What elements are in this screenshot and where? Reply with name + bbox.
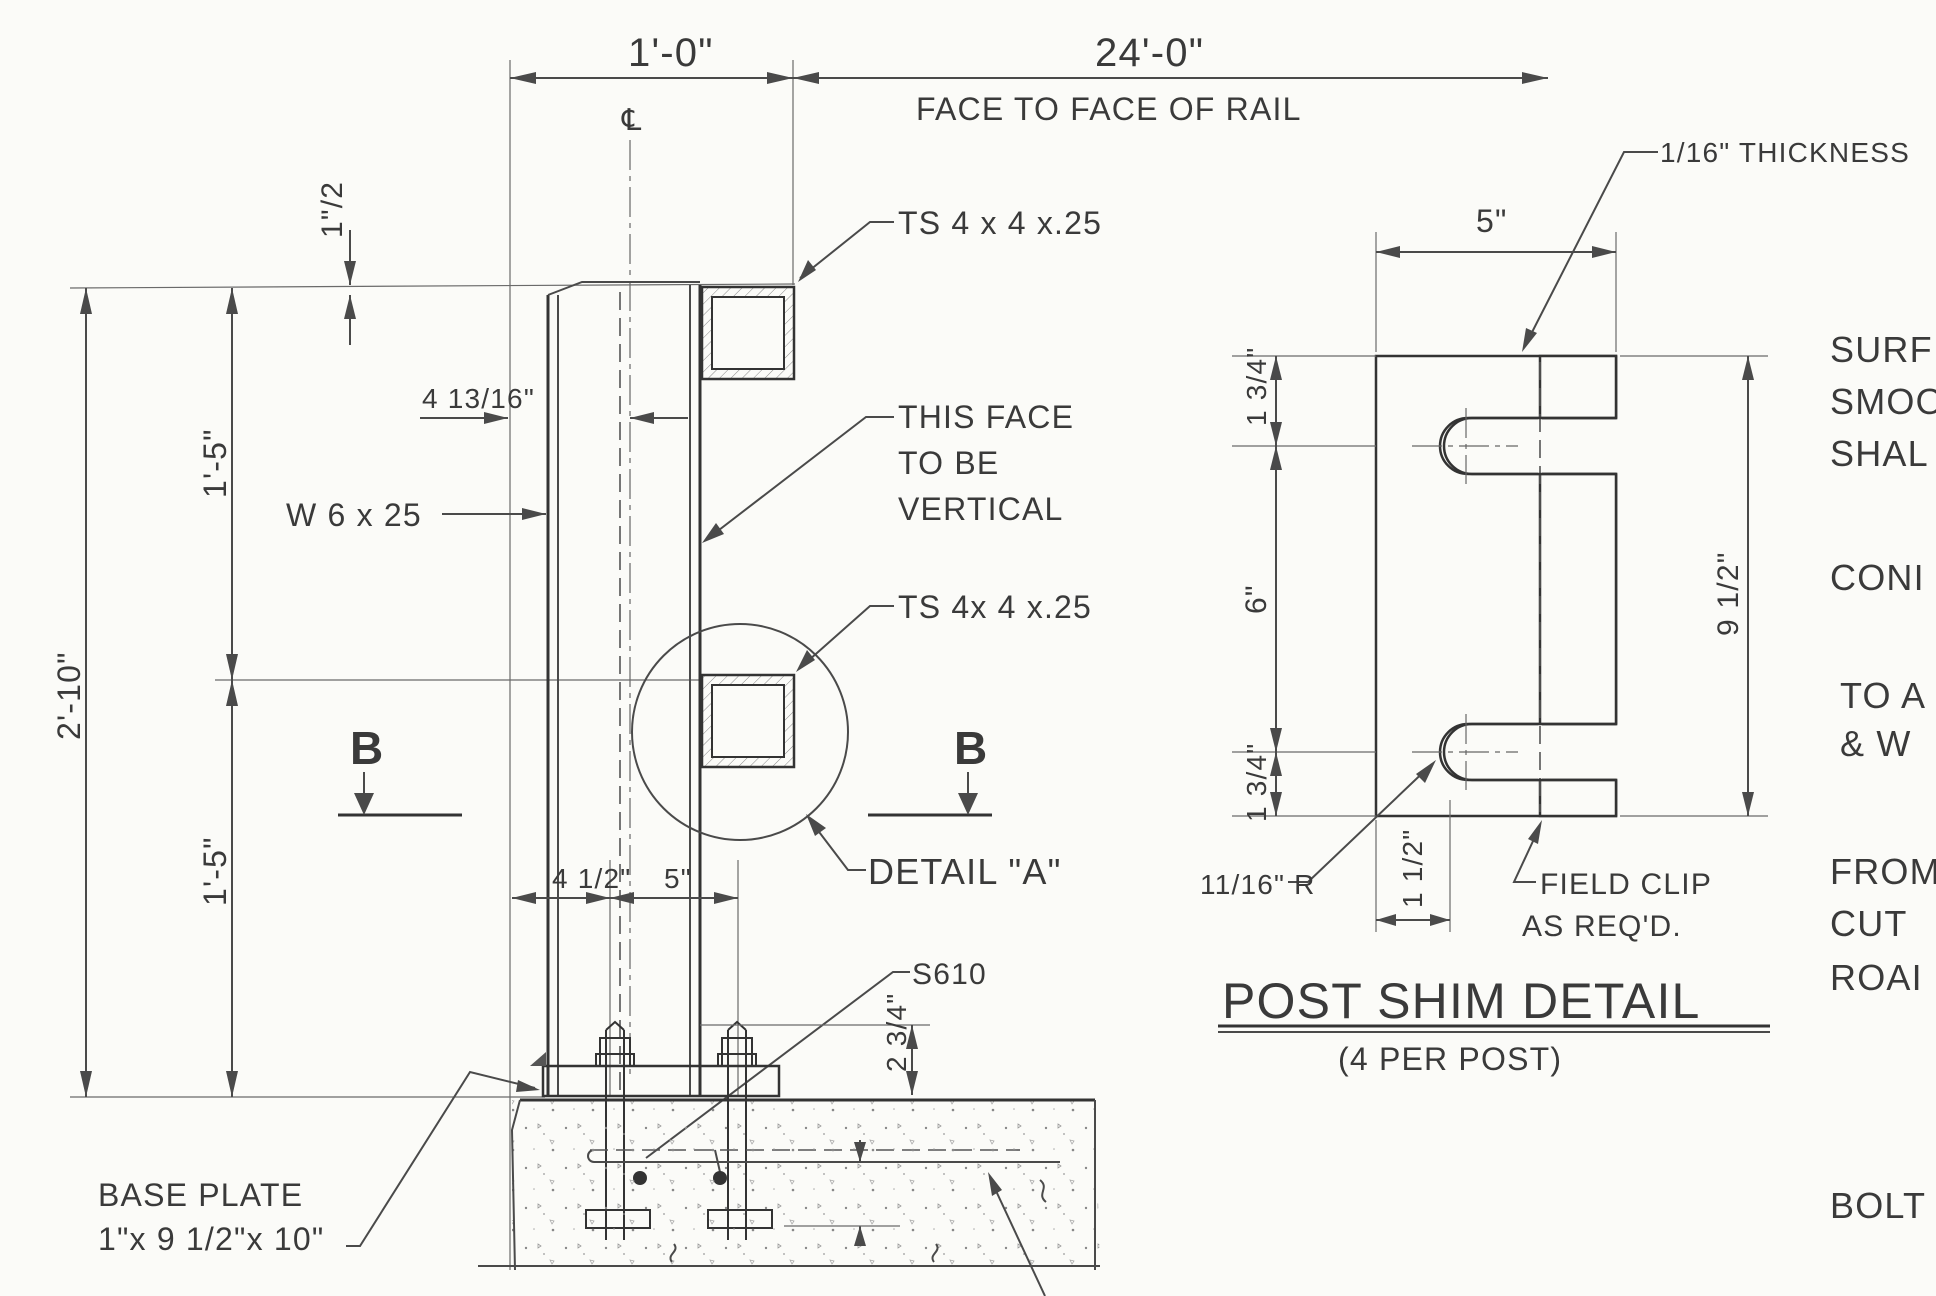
note-line-1: SURF <box>1830 329 1933 370</box>
dim-5in: 5" <box>664 863 692 894</box>
shim-as-reqd: AS REQ'D. <box>1522 910 1682 943</box>
dim-lower-height: 1'-5" <box>197 836 233 906</box>
note-line-3: SHAL <box>1830 433 1929 474</box>
note-line-10: BOLT <box>1830 1185 1926 1226</box>
dim-4-half: 4 1/2" <box>552 863 631 894</box>
post-shim-detail <box>1218 151 1770 1033</box>
shim-bot-dim: 1 3/4" <box>1241 743 1272 822</box>
dim-upper-height: 1'-5" <box>197 428 233 498</box>
note-line-9: ROAI <box>1830 957 1923 998</box>
dim-1ft: 1'-0" <box>628 31 714 75</box>
dim-4-13-16: 4 13/16" <box>422 383 535 414</box>
centerline-mark: ℄ <box>621 104 642 137</box>
shim-edge-dim: 1 1/2" <box>1397 829 1428 908</box>
label-w6x25: W 6 x 25 <box>286 497 422 533</box>
shim-subtitle: (4 PER POST) <box>1338 1041 1562 1077</box>
note-line-2: SMOO <box>1830 381 1936 422</box>
shim-thickness: 1/16" THICKNESS <box>1660 137 1910 168</box>
label-vertical: VERTICAL <box>898 491 1064 527</box>
label-base-plate: BASE PLATE <box>98 1177 303 1213</box>
label-ts-lower: TS 4x 4 x.25 <box>898 589 1092 625</box>
shim-top-dim: 1 3/4" <box>1241 347 1272 426</box>
note-line-8: CUT <box>1830 903 1908 944</box>
shim-radius: 11/16" R <box>1200 869 1316 900</box>
note-line-4: CONI <box>1830 557 1925 598</box>
label-to-be: TO BE <box>898 445 999 481</box>
label-detail-a: DETAIL "A" <box>868 851 1062 892</box>
shim-width: 5" <box>1476 203 1508 239</box>
note-line-6: & W <box>1840 723 1912 764</box>
label-base-plate-size: 1"x 9 1/2"x 10" <box>98 1221 324 1257</box>
shim-height: 9 1/2" <box>1712 551 1745 636</box>
dim-total-height: 2'-10" <box>51 651 87 740</box>
dim-2-3-4: 2 3/4" <box>881 993 912 1072</box>
label-this-face: THIS FACE <box>898 399 1074 435</box>
label-ts-upper: TS 4 x 4 x.25 <box>898 205 1102 241</box>
shim-field-clip: FIELD CLIP <box>1540 868 1712 901</box>
note-line-7: FROM <box>1830 851 1936 892</box>
note-line-5: TO A <box>1840 675 1926 716</box>
general-notes: SURF SMOO SHAL CONI TO A & W FROM CUT RO… <box>1830 329 1936 1226</box>
shim-title: POST SHIM DETAIL <box>1222 973 1701 1029</box>
post-elevation <box>69 60 1548 1296</box>
section-b-right: B <box>954 722 988 774</box>
label-s610: S610 <box>912 958 987 991</box>
dim-24ft: 24'-0" <box>1095 31 1204 75</box>
dim-face-to-face: FACE TO FACE OF RAIL <box>916 91 1302 127</box>
section-b-left: B <box>350 722 384 774</box>
shim-mid-dim: 6" <box>1240 584 1273 614</box>
dim-half-inch: 1"/2 <box>316 181 349 238</box>
